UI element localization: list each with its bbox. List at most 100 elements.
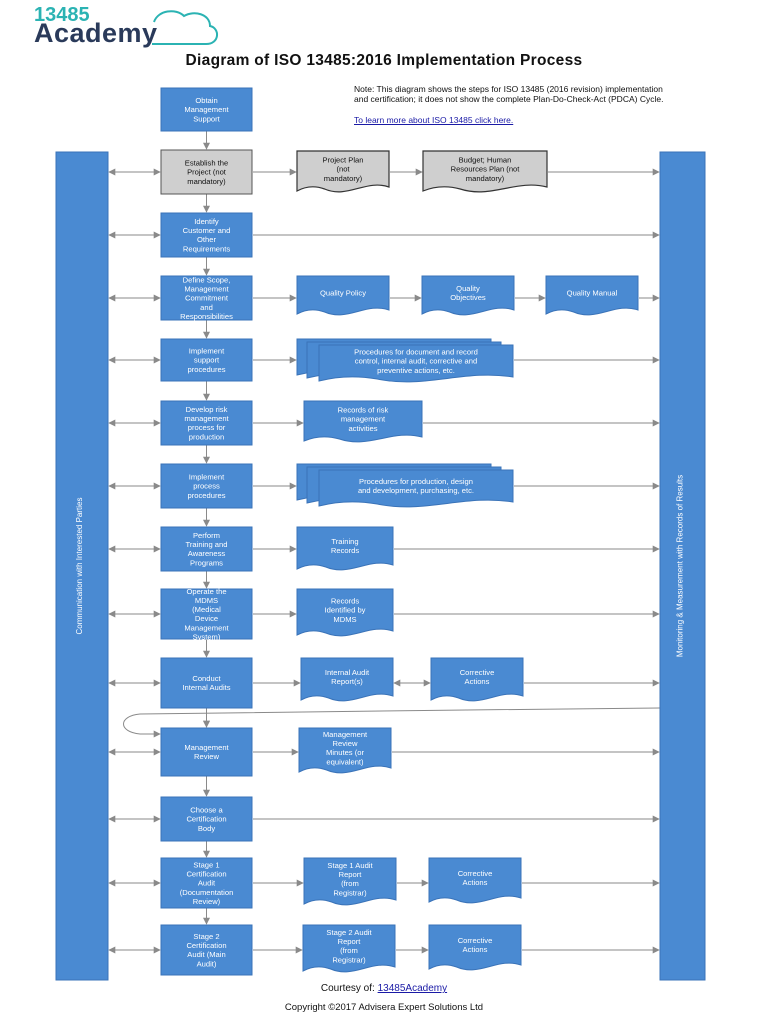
copyright: Copyright ©2017 Advisera Expert Solution… <box>284 1002 484 1013</box>
step-box <box>160 87 253 132</box>
document-shape <box>296 275 390 316</box>
step-box <box>160 526 253 572</box>
page-title: Diagram of ISO 13485:2016 Implementation… <box>185 52 583 69</box>
cloud-logo-icon <box>152 10 218 45</box>
document-shape <box>318 469 514 508</box>
document-label: Quality Policy <box>320 289 366 298</box>
document-shape <box>428 924 522 971</box>
step-box <box>160 657 253 709</box>
note-text: Note: This diagram shows the steps for I… <box>354 84 664 104</box>
courtesy-label: Courtesy of: <box>320 983 375 994</box>
document-d_quality_manual[interactable]: Quality Manual <box>545 275 639 316</box>
document-shape <box>545 275 639 316</box>
document-shape <box>298 727 392 774</box>
courtesy-link[interactable]: 13485Academy <box>377 983 448 994</box>
step-box <box>160 857 253 909</box>
document-shape <box>303 400 423 443</box>
document-shape <box>296 588 394 637</box>
logo-number: 13485 <box>34 4 90 26</box>
left-bar <box>55 151 109 981</box>
left-bar-label: Communication with Interested Parties <box>75 498 84 635</box>
step-box <box>160 212 253 258</box>
document-d_quality_policy[interactable]: Quality Policy <box>296 275 390 316</box>
step-box <box>160 400 253 446</box>
step-box <box>160 727 253 777</box>
document-shape <box>430 657 524 702</box>
document-shape <box>302 924 396 973</box>
document-shape <box>296 150 390 193</box>
document-shape <box>300 657 394 702</box>
courtesy-line: Courtesy of: 13485Academy <box>260 983 508 994</box>
document-shape <box>303 857 397 906</box>
logo: 13485 Academy <box>34 4 234 50</box>
step-box <box>160 796 253 842</box>
learn-more-link[interactable]: To learn more about ISO 13485 click here… <box>354 115 514 125</box>
document-shape <box>421 275 515 316</box>
right-bar <box>659 151 706 981</box>
right-bar-label: Monitoring & Measurement with Records of… <box>676 475 685 657</box>
logo-word: Academy <box>34 18 158 48</box>
step-box <box>160 924 253 976</box>
document-shape <box>428 857 522 904</box>
step-box <box>160 338 253 382</box>
step-box <box>160 275 253 321</box>
document-label: Quality Manual <box>567 289 618 298</box>
